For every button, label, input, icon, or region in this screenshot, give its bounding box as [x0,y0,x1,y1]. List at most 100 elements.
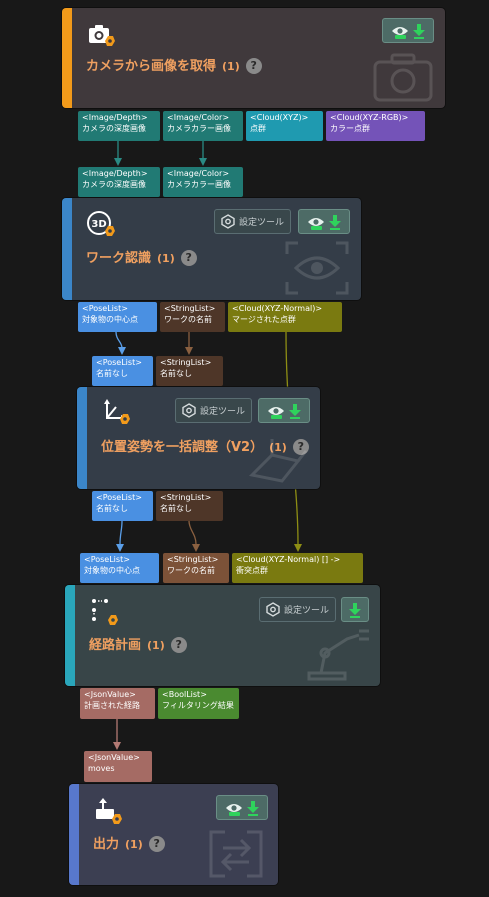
arrow-depth-image [114,158,122,166]
port-type-label: <PoseList> [96,493,142,502]
arrow-pose-list-2 [116,544,124,552]
output-icon [96,798,122,824]
port-name-label: 対象物の中心点 [82,315,138,324]
pose-watermark-icon [248,439,308,483]
download-icon[interactable] [349,603,361,618]
step-title: 位置姿勢を一括調整（V2）(1)? [101,436,309,455]
visualize-download-button[interactable] [298,209,350,234]
port-type-label: <JsonValue> [84,690,136,699]
download-icon[interactable] [329,215,341,230]
step-title-text: 位置姿勢を一括調整（V2） [101,440,264,455]
port-name-label: 名前なし [96,504,128,513]
port-name-label: 対象物の中心点 [84,566,140,575]
input-port-string-list[interactable]: <StringList>名前なし [156,356,223,386]
step-title: ワーク認識 (1)? [86,247,197,266]
eye-icon[interactable] [391,25,409,39]
input-port-pose-list[interactable]: <PoseList> 名前なし [92,356,153,386]
step-title-text: 経路計画 [89,638,142,653]
step-batch-pose-adjust[interactable]: 位置姿勢を一括調整（V2）(1)? 設定ツール [77,387,320,489]
step-title: カメラから画像を取得(1)? [86,55,262,74]
camera-watermark-icon [373,53,433,102]
step-capture-images[interactable]: カメラから画像を取得(1)? [62,8,445,108]
help-icon[interactable]: ? [170,637,187,653]
eye-icon[interactable] [225,802,243,816]
step-accent-bar [62,8,72,108]
visualize-download-button[interactable] [258,398,310,423]
output-port-color-cloud[interactable]: <Cloud(XYZ-RGB)> カラー点群 [326,111,425,141]
arrow-merged-cloud [294,544,302,552]
visualize-download-button[interactable] [382,18,434,43]
help-icon[interactable]: ? [245,58,262,74]
port-name-label: フィルタリング結果 [162,701,234,710]
port-name-label: moves [88,764,115,773]
step-accent-bar [77,387,87,489]
download-button[interactable] [341,597,369,622]
output-port-string-list[interactable]: <StringList>ワークの名前 [160,302,225,332]
input-port-collision-cloud[interactable]: <Cloud(XYZ-Normal) [] ->衝突点群 [232,553,363,583]
download-icon[interactable] [247,801,259,816]
eye-watermark-icon [285,241,349,295]
settings-hexagon-icon [221,214,235,229]
output-port-depth-image[interactable]: <Image/Depth>カメラの深度画像 [78,111,160,141]
input-port-moves[interactable]: <JsonValue>moves [84,751,152,782]
port-name-label: 名前なし [160,369,192,378]
port-type-label: <Cloud(XYZ-Normal) [] -> [236,555,341,564]
output-port-merged-cloud[interactable]: <Cloud(XYZ-Normal)>マージされた点群 [228,302,342,332]
output-port-pose-list[interactable]: <PoseList> 名前なし [92,491,153,521]
port-name-label: 名前なし [96,369,128,378]
help-icon[interactable]: ? [180,250,197,266]
config-tool-button[interactable]: 設定ツール [259,597,336,622]
port-type-label: <PoseList> [84,555,130,564]
help-icon[interactable]: ? [148,836,165,852]
arrow-string-list-2 [192,544,200,552]
output-port-color-image[interactable]: <Image/Color> カメラカラー画像 [163,111,243,141]
port-type-label: <PoseList> [96,358,142,367]
port-type-label: <Image/Color> [167,113,230,122]
port-name-label: カメラカラー画像 [167,124,231,133]
step-count: (1) [157,252,175,265]
input-port-pose-list[interactable]: <PoseList> 対象物の中心点 [80,553,159,583]
3d-recognition-icon: 3D [87,211,115,236]
config-tool-label: 設定ツール [200,407,246,417]
settings-hexagon-icon [182,403,196,418]
step-output[interactable]: 出力(1)? [69,784,278,885]
step-title-text: ワーク認識 [86,251,152,266]
config-tool-button[interactable]: 設定ツール [175,398,252,423]
arrow-json-value [113,742,121,750]
export-watermark-icon [209,830,263,878]
port-type-label: <StringList> [167,555,219,564]
download-icon[interactable] [289,404,301,419]
step-title-text: カメラから画像を取得 [86,59,217,74]
step-path-planning[interactable]: 経路計画(1)? 設定ツール [65,585,380,686]
port-type-label: <BoolList> [162,690,207,699]
output-port-pose-list[interactable]: <PoseList> 対象物の中心点 [78,302,157,332]
port-name-label: カラー点群 [330,124,370,133]
port-name-label: カメラカラー画像 [167,180,231,189]
port-name-label: ワークの名前 [164,315,212,324]
port-name-label: ワークの名前 [167,566,215,575]
port-type-label: <PoseList> [82,304,128,313]
step-workpiece-recognition[interactable]: 3D ワーク認識 (1)? 設定ツール [62,198,361,300]
help-icon[interactable]: ? [292,439,309,455]
port-name-label: 計画された経路 [84,701,140,710]
input-port-color-image[interactable]: <Image/Color> カメラカラー画像 [163,167,243,197]
input-port-string-list[interactable]: <StringList> ワークの名前 [163,553,229,583]
step-accent-bar [65,585,75,686]
port-type-label: <Image/Color> [167,169,230,178]
output-port-string-list[interactable]: <StringList>名前なし [156,491,223,521]
port-type-label: <Cloud(XYZ-RGB)> [330,113,409,122]
port-name-label: 点群 [250,124,266,133]
eye-icon[interactable] [267,405,285,419]
output-port-planned-path[interactable]: <JsonValue> 計画された経路 [80,688,155,719]
arrow-string-list-1 [185,347,193,355]
eye-icon[interactable] [307,216,325,230]
port-name-label: マージされた点群 [232,315,296,324]
visualize-download-button[interactable] [216,795,268,820]
config-tool-button[interactable]: 設定ツール [214,209,291,234]
download-icon[interactable] [413,24,425,39]
output-port-filter-result[interactable]: <BoolList> フィルタリング結果 [158,688,239,719]
port-name-label: カメラの深度画像 [82,180,146,189]
input-port-depth-image[interactable]: <Image/Depth>カメラの深度画像 [78,167,160,197]
output-port-point-cloud[interactable]: <Cloud(XYZ)>点群 [246,111,323,141]
